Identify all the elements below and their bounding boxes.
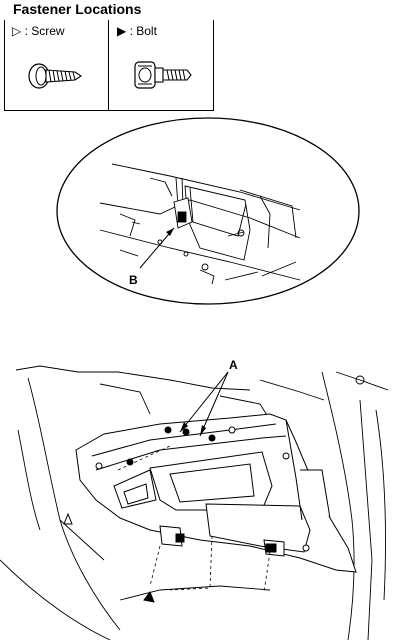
callout-b-leader [139, 227, 175, 269]
dashboard-outline [0, 365, 389, 640]
legend-screw-label: ▷ : Screw [12, 24, 65, 38]
hidden-lines [117, 445, 271, 593]
callout-a-leaders [179, 371, 229, 437]
legend-screw-cell: ▷ : Screw [5, 20, 109, 110]
detail-view-drawing [99, 163, 301, 285]
glove-box-fasteners [95, 426, 310, 553]
detail-view-ellipse [56, 117, 360, 305]
callout-a-label: A [229, 358, 238, 372]
glove-box-panel [75, 413, 357, 573]
callout-b-label: B [129, 273, 138, 287]
bolt-icon [134, 61, 192, 89]
screw-icon [28, 63, 82, 89]
legend-bolt-label: ▶ : Bolt [117, 24, 157, 38]
legend-bolt-cell: ▶ : Bolt [109, 20, 213, 110]
fastener-legend: ▷ : Screw ▶ : Bolt [4, 20, 214, 111]
bolt-location-marker [143, 590, 155, 603]
fastener-locations-title: Fastener Locations [13, 1, 142, 17]
screw-location-marker [63, 512, 73, 525]
